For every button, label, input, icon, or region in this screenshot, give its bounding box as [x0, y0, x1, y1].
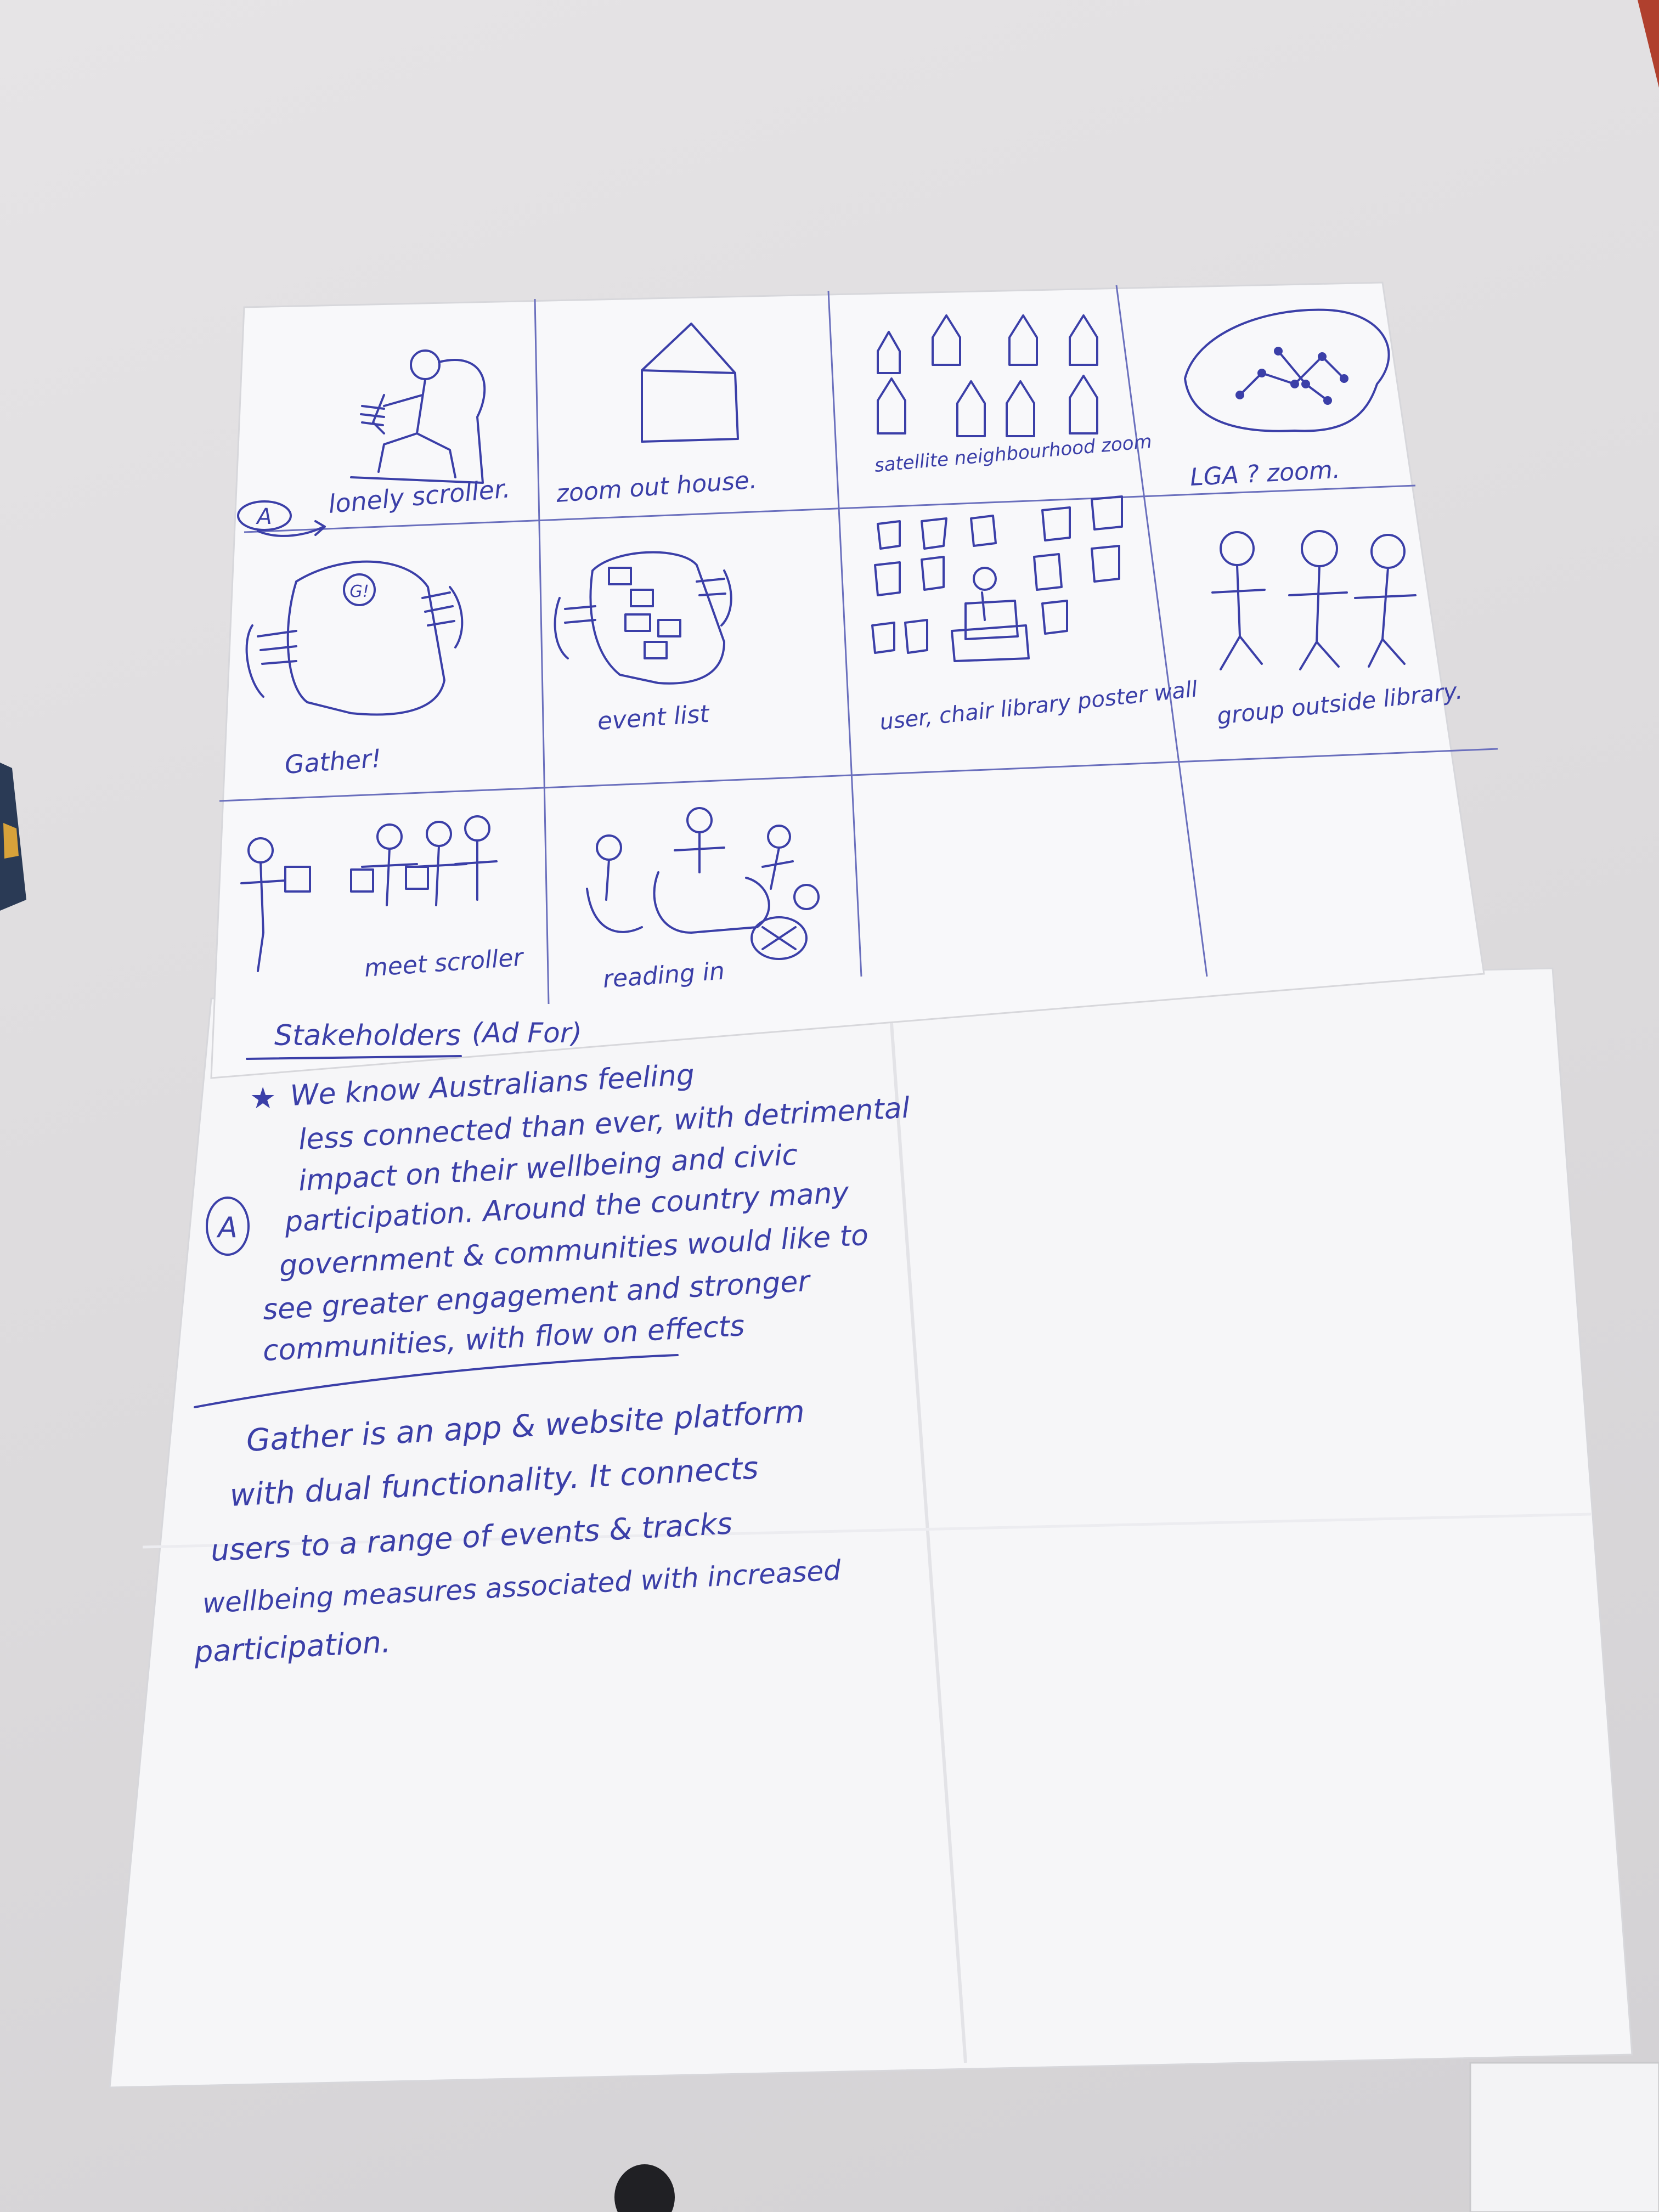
- sketch-posters: [871, 495, 1123, 654]
- sketch-phone: [286, 560, 445, 716]
- caption-gather: Gather!: [284, 743, 382, 780]
- red-object-edge: [1638, 0, 1659, 88]
- badge-gather: G!: [349, 582, 369, 601]
- marker-A-notes: A: [216, 1211, 238, 1244]
- network-nodes: [1235, 347, 1348, 405]
- event-list-items: [608, 567, 681, 659]
- paper-fold-horizontal: [142, 1513, 1592, 1549]
- panel-meet-scroller: meet scroller: [240, 815, 526, 983]
- sketch-person-in-chair: [350, 349, 486, 484]
- sketch-reading-group: [586, 807, 820, 960]
- marker-A: A: [255, 504, 272, 529]
- dark-object-bottom: [614, 2164, 675, 2212]
- sketch-person-chair: [951, 567, 1030, 662]
- marker-A-circle: A: [237, 500, 326, 537]
- sketch-house: [641, 323, 739, 443]
- marker-A-notes-circle: [206, 1197, 250, 1256]
- notes-heading: Stakeholders: [274, 1019, 461, 1052]
- sketch-three-people: [1211, 530, 1417, 670]
- sketch-hands: [245, 586, 464, 698]
- sketch-hands-2: [554, 569, 732, 659]
- white-box-corner: [1469, 2062, 1659, 2212]
- paper-fold-vertical: [887, 984, 967, 2063]
- pen-tip: [0, 763, 26, 911]
- star-bullet: ★: [250, 1081, 276, 1115]
- storyboard-grid: [219, 285, 1498, 1005]
- panel-gather: G! Gather!: [245, 560, 464, 780]
- heading-underline: [246, 1055, 462, 1060]
- sketch-houses-grid: [877, 314, 1098, 437]
- notes-heading-paren: (Ad For): [472, 1017, 582, 1049]
- sketch-phone-event-list: [589, 551, 725, 685]
- sketch-meeting-people: [240, 815, 498, 972]
- section-divider: [194, 1354, 679, 1408]
- panel-lonely-scroller: A lonely scroller.: [237, 349, 511, 537]
